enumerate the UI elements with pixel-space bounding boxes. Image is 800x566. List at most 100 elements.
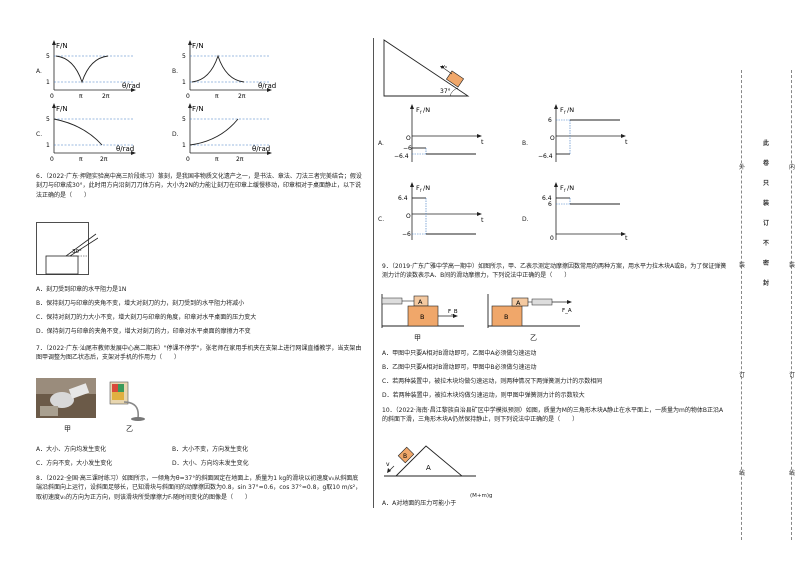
q9-stem: 9．（2019·广东广雅中学高一期中）如图所示，甲、乙表示测定动摩擦因数常用的两…	[382, 263, 727, 280]
q9-option-a[interactable]: A．甲图中只要A相对B滑动即可，乙图中A必须做匀速运动	[382, 350, 537, 357]
svg-text:F: F	[416, 106, 420, 114]
rgraph-d-label: D.	[522, 216, 529, 223]
q9-figure-yi: A B F_A	[487, 294, 580, 328]
q9-option-b[interactable]: B．乙图中只要A相对B滑动即可，甲图中B必须做匀速运动	[382, 364, 537, 371]
svg-text:F: F	[416, 184, 420, 192]
q6-option-a[interactable]: A．刻刀受到印章的水平阻力是1N	[36, 286, 127, 293]
incline-v-label: v₀	[442, 64, 447, 70]
incline-figure: v₀ 37°	[383, 39, 470, 97]
q8-stem: 8．（2022·全国·高三课时练习）如图所示，一倾角为θ=37°的斜面固定在地面…	[36, 475, 362, 501]
svg-text:6: 6	[548, 201, 552, 208]
svg-text:6: 6	[548, 117, 552, 124]
svg-text:2π: 2π	[238, 93, 246, 100]
q9-yi-block-b: B	[504, 313, 508, 321]
graph-a: F/N 5 1 0 π 2π θ/rad	[46, 40, 140, 100]
q9-jia-force: F_B	[448, 309, 458, 315]
svg-text:2π: 2π	[236, 156, 244, 163]
svg-text:t: t	[625, 234, 628, 242]
svg-text:0: 0	[186, 93, 190, 100]
graph-b-label: B.	[172, 68, 179, 75]
svg-text:f: f	[420, 110, 422, 115]
q9-yi-block-a: A	[516, 299, 521, 307]
graph-b: F/N 5 1 0 π 2π θ/rad	[182, 40, 276, 100]
q6-angle-label: 30°	[72, 249, 82, 255]
rgraph-a-label: A.	[378, 140, 384, 147]
svg-text:θ/rad: θ/rad	[258, 82, 276, 90]
q6-option-d[interactable]: D．保持刻刀与印章的夹角不变，增大对刻刀的力，印章对水平桌面的摩擦力不变	[36, 328, 251, 335]
q9-jia-block-b: B	[420, 313, 424, 321]
q10-option-a[interactable]: A．A对地面的压力可能小于	[382, 500, 457, 507]
svg-text:1: 1	[46, 79, 50, 86]
q10-fraction: (M+m)g	[470, 493, 493, 499]
svg-text:−6: −6	[403, 145, 412, 152]
svg-text:5: 5	[182, 116, 186, 123]
q10-fig-a: A	[426, 464, 431, 472]
q6-option-c[interactable]: C．保持对刻刀的力大小不变，增大刻刀与印章的角度，印章对水平桌面的压力变大	[36, 314, 257, 321]
binding-inner-line	[791, 70, 792, 540]
svg-text:/N: /N	[423, 106, 430, 114]
q9-fig-label-jia: 甲	[414, 334, 421, 342]
svg-text:1: 1	[182, 79, 186, 86]
svg-text:0: 0	[186, 156, 190, 163]
q6-figure: 30°	[36, 222, 98, 275]
q7-fig-label-jia: 甲	[64, 425, 71, 433]
q7-option-a[interactable]: A．大小、方向均发生变化	[36, 446, 107, 453]
svg-text:π: π	[215, 93, 219, 100]
column-divider	[373, 38, 374, 508]
svg-text:t: t	[625, 138, 628, 146]
svg-text:t: t	[481, 216, 484, 224]
svg-text:π: π	[79, 156, 83, 163]
svg-text:θ/rad: θ/rad	[252, 145, 270, 153]
svg-text:0: 0	[550, 235, 554, 242]
q9-option-d[interactable]: D．若两种装置中，被拉木块均做匀速运动，则甲图中弹簧测力计的示数较大	[382, 392, 585, 399]
q7-option-d[interactable]: D．大小、方向均未发生变化	[172, 460, 249, 467]
binding-strip: 外 装 订 线 内 装 订 线 此 卷 只 装 订 不 密 封	[735, 0, 800, 566]
svg-text:5: 5	[46, 116, 50, 123]
rgraph-c-label: C.	[378, 216, 385, 223]
svg-text:5: 5	[182, 53, 186, 60]
svg-text:f: f	[564, 188, 566, 193]
q10-stem: 10．（2022·海南·昌江黎族自治县矿区中学模拟预测）如图，质量为M的三角形木…	[382, 407, 724, 424]
svg-text:1: 1	[182, 142, 186, 149]
binding-outer-char-1: 外	[738, 164, 745, 171]
q10-figure: B A v	[384, 445, 476, 477]
svg-text:/N: /N	[567, 184, 574, 192]
svg-text:π: π	[79, 93, 83, 100]
svg-text:0: 0	[50, 93, 54, 100]
rgraph-b-label: B.	[522, 140, 529, 147]
svg-text:−6.4: −6.4	[538, 153, 553, 160]
binding-outer-char-4: 线	[738, 470, 745, 477]
svg-text:f: f	[564, 110, 566, 115]
q7-option-c[interactable]: C．方向不变，大小发生变化	[36, 460, 113, 467]
q9-option-c[interactable]: C．若两种装置中，被拉木块均做匀速运动，则两种情况下两弹簧测力计的示数相同	[382, 378, 603, 385]
svg-text:F/N: F/N	[192, 42, 204, 50]
svg-text:F/N: F/N	[56, 42, 68, 50]
q9-figure-jia: A B F_B	[381, 294, 464, 328]
svg-text:F: F	[560, 106, 564, 114]
q6-option-b[interactable]: B．保持刻刀与印章的夹角不变，增大对刻刀的力，刻刀受到的水平阻力将减小	[36, 300, 245, 307]
graph-d-label: D.	[172, 131, 179, 138]
q7-photo-yi	[109, 381, 145, 421]
svg-text:θ/rad: θ/rad	[122, 82, 140, 90]
svg-text:O: O	[406, 135, 411, 142]
svg-text:O: O	[550, 135, 555, 142]
q7-fig-label-yi: 乙	[126, 425, 133, 433]
svg-text:F: F	[560, 184, 564, 192]
svg-text:F/N: F/N	[56, 105, 68, 113]
binding-inner-char-4: 线	[788, 470, 795, 477]
q9-jia-block-a: A	[418, 298, 423, 306]
q10-fig-v: v	[386, 461, 390, 468]
svg-text:f: f	[420, 188, 422, 193]
q7-option-b[interactable]: B．大小不变，方向发生变化	[172, 446, 249, 453]
svg-text:π: π	[215, 156, 219, 163]
graph-a-label: A.	[36, 68, 42, 75]
q7-photo-jia	[36, 378, 96, 418]
binding-inner-char-2: 装	[788, 262, 795, 269]
binding-inner-char-3: 订	[788, 372, 795, 379]
svg-text:6.4: 6.4	[398, 195, 408, 202]
binding-inner-char-1: 内	[788, 164, 795, 171]
